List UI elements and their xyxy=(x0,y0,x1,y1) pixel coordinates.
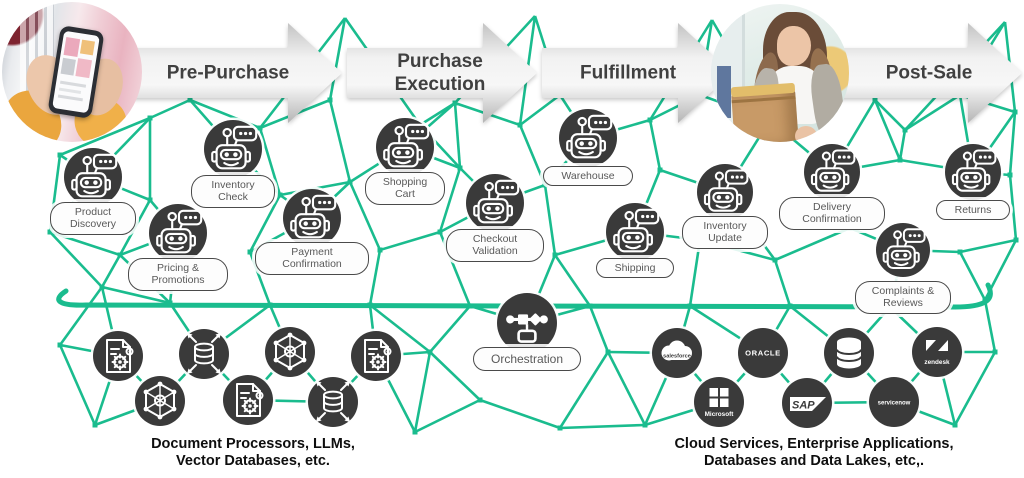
tool-node-2 xyxy=(265,327,315,377)
logo-node-servicenow: servicenow xyxy=(869,377,919,427)
agent-node-delivery-confirmation xyxy=(804,144,860,200)
agent-label-warehouse: Warehouse xyxy=(543,166,633,187)
svg-text:salesforce: salesforce xyxy=(663,354,691,360)
salesforce-logo: salesforce xyxy=(661,340,692,361)
tool-node-4 xyxy=(135,376,185,426)
robot-agent-icon xyxy=(149,204,207,262)
robot-agent-icon xyxy=(204,120,262,178)
agent-label-inventory-update: Inventory Update xyxy=(682,216,768,249)
robot-agent-icon xyxy=(64,148,122,206)
agent-label-payment-confirmation: Payment Confirmation xyxy=(255,242,369,275)
tools-caption: Document Processors, LLMs, Vector Databa… xyxy=(151,436,355,470)
tool-node-3 xyxy=(351,331,401,381)
stage-arrow-purchase-execution xyxy=(347,23,537,123)
customer-browsing-photo xyxy=(2,2,142,142)
agent-node-shopping-cart xyxy=(376,118,434,176)
robot-agent-icon xyxy=(606,203,664,261)
agent-node-inventory-check xyxy=(204,120,262,178)
logo-node-zendesk: zendesk xyxy=(912,327,962,377)
agent-node-payment-confirmation xyxy=(283,189,341,247)
microsoft-logo: Microsoft xyxy=(705,388,735,418)
agent-label-checkout-validation: Checkout Validation xyxy=(446,229,544,262)
svg-text:SAP: SAP xyxy=(792,400,815,412)
agent-node-pricing-promotions xyxy=(149,204,207,262)
svg-text:servicenow: servicenow xyxy=(878,400,911,406)
robot-agent-icon xyxy=(559,109,617,167)
agent-node-complaints-reviews xyxy=(876,223,930,277)
agent-label-returns: Returns xyxy=(936,200,1010,221)
tools-caption-line2: Vector Databases, etc. xyxy=(176,453,330,470)
enterprise-caption-line2: Databases and Data Lakes, etc,. xyxy=(703,453,925,470)
tool-node-1 xyxy=(179,329,229,379)
document-processor-icon xyxy=(351,331,401,381)
enterprise-caption: Cloud Services, Enterprise Applications,… xyxy=(674,436,953,470)
agent-node-returns xyxy=(945,144,1001,200)
agent-label-shipping: Shipping xyxy=(596,258,674,279)
agent-node-warehouse xyxy=(559,109,617,167)
oracle-logo: ORACLE xyxy=(745,349,781,358)
orchestration-label: Orchestration xyxy=(473,347,581,372)
robot-agent-icon xyxy=(283,189,341,247)
database-icon xyxy=(836,337,862,369)
agent-label-complaints-reviews: Complaints & Reviews xyxy=(855,281,951,314)
tool-node-0 xyxy=(93,331,143,381)
agent-label-pricing-promotions: Pricing & Promotions xyxy=(128,258,228,291)
customer-receiving-package-photo xyxy=(711,4,849,142)
tool-node-6 xyxy=(308,377,358,427)
logo-node-microsoft: Microsoft xyxy=(694,377,744,427)
stage-label-purchase-execution: Purchase Execution xyxy=(394,50,486,95)
logo-node-database xyxy=(824,328,874,378)
robot-agent-icon xyxy=(376,118,434,176)
robot-agent-icon xyxy=(876,223,930,277)
stage-arrow-fulfillment xyxy=(542,23,732,123)
logo-node-sap: SAP xyxy=(782,378,832,428)
robot-agent-icon xyxy=(466,174,524,232)
svg-text:Microsoft: Microsoft xyxy=(705,411,735,418)
agent-node-checkout-validation xyxy=(466,174,524,232)
svg-text:zendesk: zendesk xyxy=(924,359,950,366)
stage-label-post-sale: Post-Sale xyxy=(885,62,973,84)
tools-caption-line1: Document Processors, LLMs, xyxy=(151,436,355,452)
logo-node-salesforce: salesforce xyxy=(652,328,702,378)
vector-database-icon xyxy=(308,377,358,427)
stage-label-pre-purchase: Pre-Purchase xyxy=(166,62,290,84)
logo-node-oracle: ORACLE xyxy=(738,328,788,378)
orchestration-node xyxy=(497,293,557,353)
stage-label-fulfillment: Fulfillment xyxy=(579,62,677,84)
zendesk-logo: zendesk xyxy=(924,340,950,366)
document-processor-icon xyxy=(93,331,143,381)
svg-text:ORACLE: ORACLE xyxy=(745,349,781,358)
robot-agent-icon xyxy=(697,164,753,220)
servicenow-logo: servicenow xyxy=(878,400,911,406)
agent-label-shopping-cart: Shopping Cart xyxy=(365,172,445,205)
stage-arrow-pre-purchase xyxy=(130,23,342,123)
robot-agent-icon xyxy=(945,144,1001,200)
llm-network-icon xyxy=(265,327,315,377)
orchestration-icon xyxy=(497,293,557,353)
agent-label-delivery-confirmation: Delivery Confirmation xyxy=(779,197,885,230)
face xyxy=(777,26,811,66)
tool-node-5 xyxy=(223,375,273,425)
agent-node-shipping xyxy=(606,203,664,261)
enterprise-caption-line1: Cloud Services, Enterprise Applications, xyxy=(674,436,954,452)
vector-database-icon xyxy=(179,329,229,379)
agent-label-product-discovery: Product Discovery xyxy=(50,202,136,235)
agent-node-product-discovery xyxy=(64,148,122,206)
document-processor-icon xyxy=(223,375,273,425)
robot-agent-icon xyxy=(804,144,860,200)
agent-label-inventory-check: Inventory Check xyxy=(191,175,275,208)
agent-node-inventory-update xyxy=(697,164,753,220)
sap-logo: SAP xyxy=(790,397,826,412)
llm-network-icon xyxy=(135,376,185,426)
